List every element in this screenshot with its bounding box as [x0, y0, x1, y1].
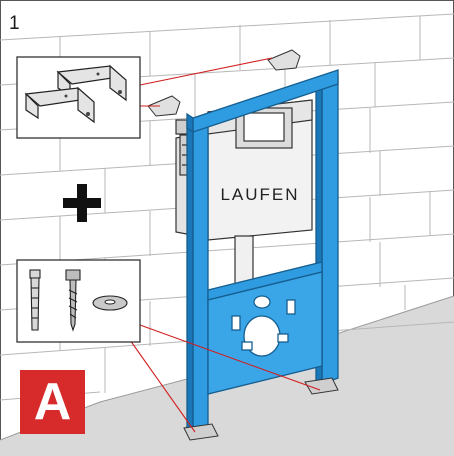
- mounting-frame: [186, 69, 339, 431]
- plus-icon: [63, 184, 101, 222]
- fixings-callout: [16, 259, 141, 343]
- variant-badge: A: [20, 370, 85, 434]
- bracket-callout: [16, 56, 141, 139]
- top-brackets: [147, 49, 301, 117]
- step-number: 1: [9, 13, 20, 34]
- wall-plug-icon: [29, 269, 41, 331]
- washer-icon: [92, 295, 128, 311]
- screw-icon: [65, 269, 81, 332]
- callout-lines: [129, 57, 321, 433]
- brand-label: LAUFEN: [220, 185, 299, 204]
